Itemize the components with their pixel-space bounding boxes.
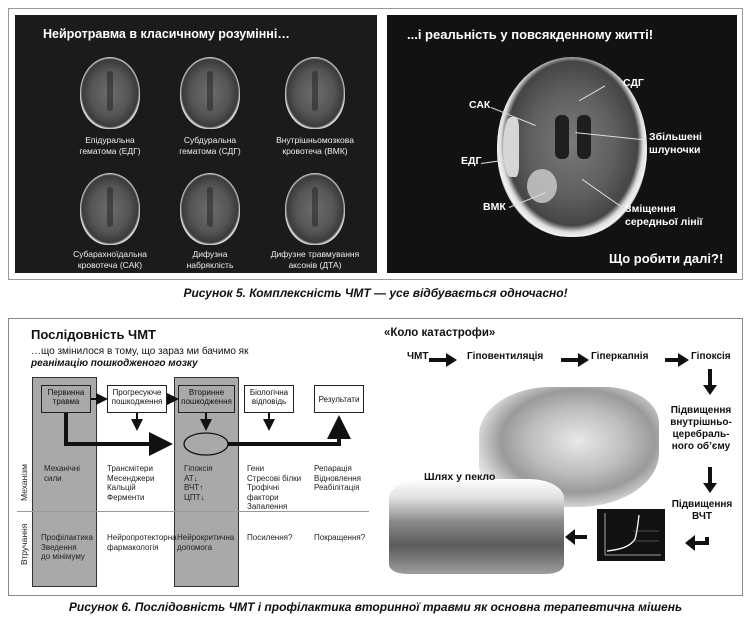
scan-label: Внутрішньомозкова кровотеча (ВМК) bbox=[276, 135, 354, 156]
row-divider bbox=[17, 511, 369, 512]
tbi-sequence-subtitle: …що змінилося в тому, що зараз ми бачимо… bbox=[31, 346, 249, 357]
mechanism-secondary: Гіпоксія АТ↓ ВЧТ↑ ЦПТ↓ bbox=[184, 464, 213, 502]
figure-5-caption: Рисунок 5. Комплексність ЧМТ — усе відбу… bbox=[183, 286, 568, 300]
what-next-text: Що робити далі?! bbox=[609, 251, 724, 266]
intervention-biological: Посилення? bbox=[247, 533, 293, 542]
primary-injury-box: Первинна травма bbox=[41, 385, 91, 413]
real-life-panel: ...і реальність у повсякденному житті! С… bbox=[387, 15, 737, 273]
ct-scan-image bbox=[285, 57, 345, 129]
vmk-label: ВМК bbox=[483, 201, 506, 213]
road-to-hell-label: Шлях у пекло bbox=[424, 471, 496, 483]
edg-label: ЕДГ bbox=[461, 155, 482, 167]
sak-label: САК bbox=[469, 99, 491, 111]
large-ct-scan-image bbox=[497, 57, 647, 237]
progressive-damage-box: Прогресуюче пошкодження bbox=[107, 385, 167, 413]
biological-response-box: Біологічна відповідь bbox=[244, 385, 294, 413]
chain-step-hypoxia: Гіпоксія bbox=[691, 351, 731, 362]
figure-6: Послідовність ЧМТ …що змінилося в тому, … bbox=[8, 318, 743, 596]
pressure-volume-graph bbox=[597, 509, 665, 561]
sdg-label: СДГ bbox=[623, 77, 644, 89]
mechanism-primary: Механічні сили bbox=[44, 464, 80, 483]
city-photo bbox=[389, 479, 564, 574]
intervention-progressive: Нейропротекторна фармакологія bbox=[107, 533, 177, 552]
chain-step-hypoventilation: Гіповентиляція bbox=[467, 351, 544, 362]
figure-5: Нейротравма в класичному розумінні… Епід… bbox=[8, 8, 743, 280]
tbi-sequence-subtitle-emphasis: реанімацію пошкодженого мозку bbox=[31, 358, 198, 369]
chain-step-tbi: ЧМТ bbox=[407, 351, 429, 362]
ct-scan-image bbox=[80, 173, 140, 245]
ventricles-label: Збільшені шлуночки bbox=[649, 131, 702, 156]
tbi-sequence-title: Послідовність ЧМТ bbox=[31, 327, 156, 342]
sequence-arrows bbox=[64, 393, 351, 456]
catastrophe-arrows bbox=[429, 353, 717, 551]
left-panel-title: Нейротравма в класичному розумінні… bbox=[43, 27, 290, 41]
chain-step-intracerebral-volume: Підвищення внутрішньо- церебраль- ного о… bbox=[670, 405, 732, 452]
right-panel-title: ...і реальність у повсякденному житті! bbox=[407, 27, 654, 42]
intervention-primary: Профілактика Зведення до мінімуму bbox=[41, 533, 93, 561]
ct-scan-image bbox=[285, 173, 345, 245]
results-box: Результати bbox=[314, 385, 364, 413]
mechanism-results: Репарація Відновлення Реабілітація bbox=[314, 464, 361, 492]
secondary-injury-box: Вторинне пошкодження bbox=[178, 385, 235, 413]
scan-label: Епідуральна гематома (ЕДГ) bbox=[79, 135, 141, 156]
ct-scan-image bbox=[180, 57, 240, 129]
figure-6-caption: Рисунок 6. Послідовність ЧМТ і профілакт… bbox=[68, 600, 683, 614]
circle-of-catastrophe-title: «Коло катастрофи» bbox=[384, 327, 496, 339]
midline-shift-label: Зміщення середньої лінії bbox=[625, 203, 703, 228]
chain-step-hypercapnia: Гіперкапнія bbox=[591, 351, 649, 362]
scan-label: Субарахноїдальна кровотеча (САК) bbox=[73, 249, 147, 270]
intervention-results: Покращення? bbox=[314, 533, 366, 542]
mechanism-biological: Гени Стресові білки Трофічні фактори Зап… bbox=[247, 464, 302, 511]
ct-scan-image bbox=[80, 57, 140, 129]
scan-label: Дифузна набряклість bbox=[186, 249, 234, 270]
classic-neurotrauma-panel: Нейротравма в класичному розумінні… Епід… bbox=[15, 15, 377, 273]
mechanism-progressive: Трансмітери Месенджери Кальцій Ферменти bbox=[107, 464, 155, 502]
scan-label: Субдуральна гематома (СДГ) bbox=[179, 135, 241, 156]
scan-label: Дифузне травмування аксонів (ДТА) bbox=[270, 249, 360, 270]
intervention-secondary: Нейрокритична допомога bbox=[177, 533, 235, 552]
ct-scan-image bbox=[180, 173, 240, 245]
chain-step-icp: Підвищення ВЧТ bbox=[671, 499, 733, 522]
